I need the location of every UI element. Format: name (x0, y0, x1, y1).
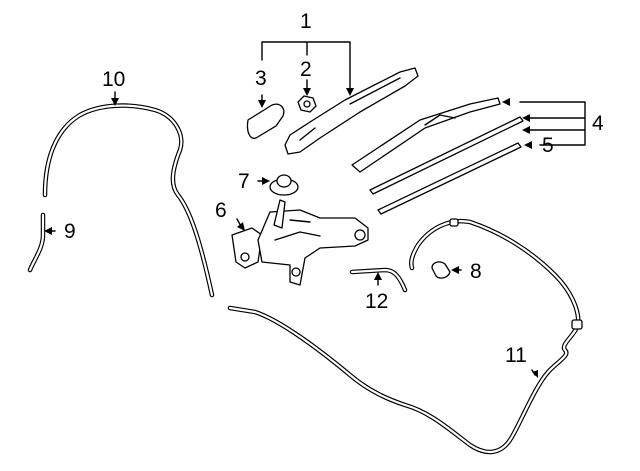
callout-8: 8 (470, 260, 482, 283)
callout-11: 11 (505, 344, 527, 367)
washer-hose-11 (227, 218, 583, 455)
callout-7: 7 (238, 170, 250, 193)
callout-labels: 1 2 3 4 5 6 7 8 9 10 11 12 (64, 10, 604, 367)
callout-10: 10 (102, 68, 125, 91)
callout-6: 6 (215, 199, 227, 222)
wiper-blade-4 (351, 97, 524, 195)
wiper-motor-6 (231, 199, 369, 286)
callout-2: 2 (300, 58, 312, 81)
callout-12: 12 (365, 290, 388, 313)
callout-4: 4 (592, 112, 604, 135)
hose-joint-12 (349, 267, 408, 293)
callout-5: 5 (542, 134, 554, 157)
hose-connector-9 (27, 212, 46, 273)
clip-8 (431, 261, 451, 279)
grommet-7 (269, 174, 299, 196)
nut-2 (297, 95, 317, 113)
callout-9: 9 (64, 220, 76, 243)
wiper-arm-1 (284, 67, 419, 155)
washer-hose-10 (42, 103, 215, 298)
leader-lines (44, 41, 586, 378)
cap-3 (246, 103, 285, 139)
callout-1: 1 (300, 10, 312, 33)
blade-refill-5 (377, 142, 522, 215)
callout-3: 3 (255, 67, 267, 90)
